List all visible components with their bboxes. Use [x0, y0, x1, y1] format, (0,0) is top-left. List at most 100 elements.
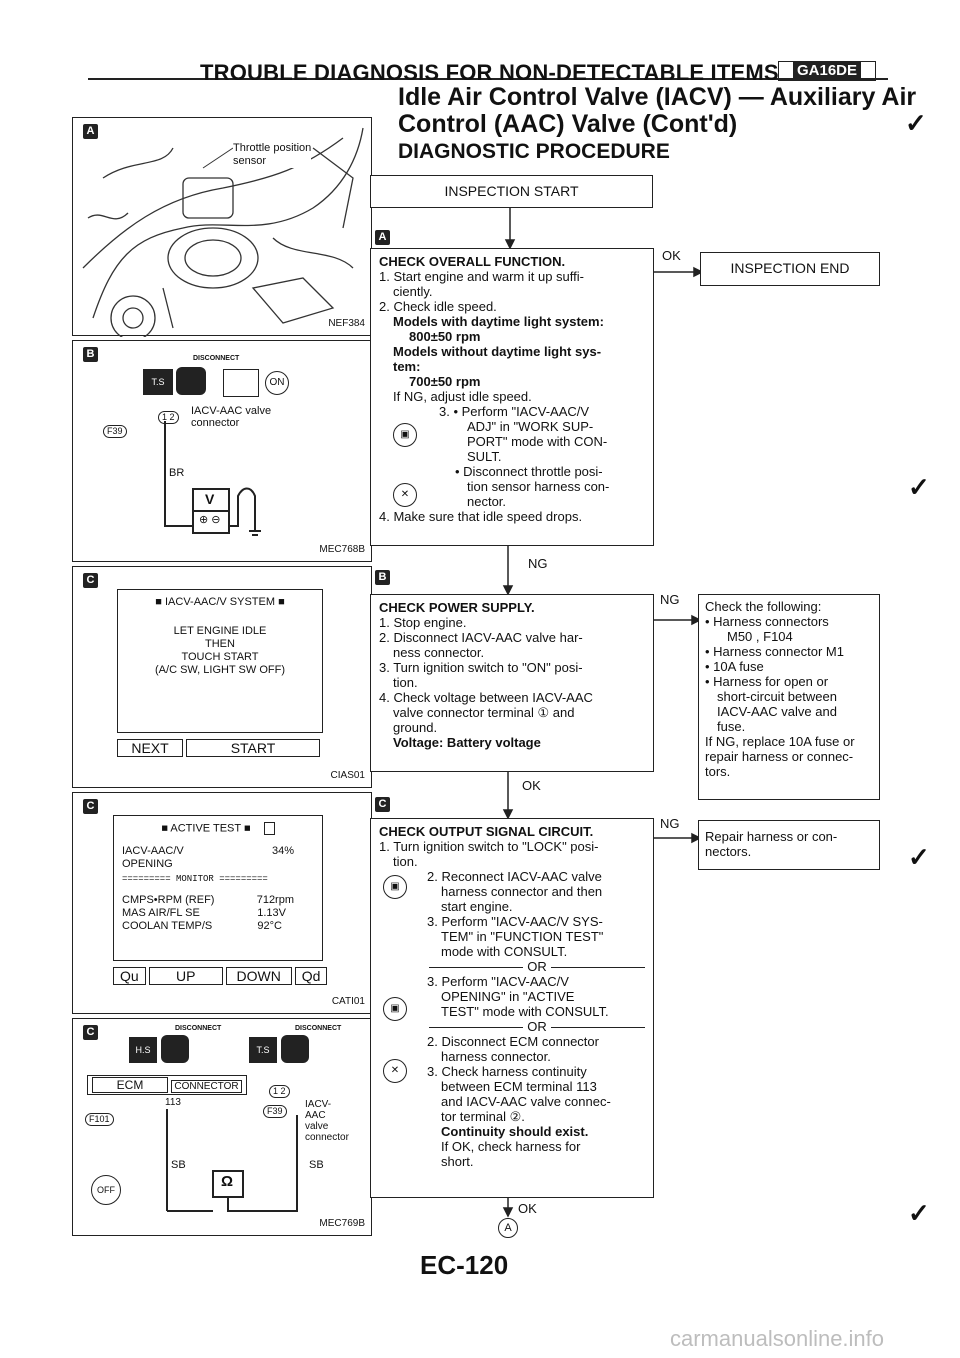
or-divider: OR — [379, 959, 645, 974]
step-line: 3. Turn ignition switch to "ON" posi- — [379, 660, 583, 675]
step-line: If NG, adjust idle speed. — [393, 389, 532, 404]
throttle-label-line1: Throttle position — [233, 142, 312, 154]
ok-label: OK — [518, 1201, 537, 1216]
disconnect-label: DISCONNECT — [193, 355, 240, 362]
throttle-label-line2: sensor — [233, 155, 267, 167]
step-title: CHECK POWER SUPPLY. — [379, 600, 535, 615]
screen-title-text: IACV-AAC/V SYSTEM — [164, 596, 276, 608]
margin-check-mark: ✓ — [905, 108, 927, 138]
monitor-value: 1.13V — [257, 907, 286, 920]
step-line: 1. Stop engine. — [379, 615, 467, 630]
figure-badge: A — [83, 124, 98, 139]
or-text: OR — [523, 1019, 551, 1034]
step-line: If OK, check harness for — [441, 1139, 581, 1154]
disconnect-label: DISCONNECT — [175, 1025, 222, 1032]
ohmmeter-label: Ω — [221, 1173, 234, 1190]
screen-line3: TOUCH START — [181, 651, 259, 663]
connector-label: CONNECTOR — [171, 1080, 242, 1093]
connector-plug-icon — [281, 1035, 309, 1063]
qu-button[interactable]: Qu — [113, 967, 146, 985]
step-line: 3. Check harness continuity — [427, 1064, 587, 1079]
step-line: 2. Check idle speed. — [379, 299, 497, 314]
step-line: harness connector. — [441, 1049, 551, 1064]
check-power-supply-box: CHECK POWER SUPPLY. 1. Stop engine. 2. D… — [370, 594, 654, 772]
step-line: TEST" mode with CONSULT. — [441, 1004, 609, 1019]
step-line: and IACV-AAC valve connec- — [441, 1094, 611, 1109]
figure-code: CIAS01 — [330, 770, 365, 781]
valve-connector: 1 2 — [158, 407, 179, 425]
step-line: 2. Disconnect IACV-AAC valve har- — [379, 630, 583, 645]
valve-label-line3: valve — [305, 1121, 329, 1132]
footer-url: carmanualsonline.info — [670, 1326, 885, 1351]
step-title: CHECK OVERALL FUNCTION. — [379, 254, 566, 269]
repair-harness-box: Repair harness or con- nectors. — [698, 820, 880, 870]
side-line: IACV-AAC valve and — [717, 704, 837, 719]
side-line: Check the following: — [705, 599, 822, 614]
side-line: tors. — [705, 764, 731, 779]
down-button[interactable]: DOWN — [225, 967, 292, 985]
screen-line1: LET ENGINE IDLE — [173, 625, 267, 637]
step-line: SULT. — [467, 449, 502, 464]
side-line: repair harness or connec- — [705, 749, 854, 764]
step-line: valve connector terminal ① and — [393, 705, 575, 720]
step-line: harness connector and then — [441, 884, 603, 899]
connector-plug-icon — [161, 1035, 189, 1063]
qd-button[interactable]: Qd — [294, 967, 328, 985]
valve-connector-id-text: F39 — [263, 1105, 287, 1118]
wire-color: SB — [171, 1159, 186, 1171]
step-line: tor terminal ②. — [441, 1109, 525, 1124]
figure-badge: C — [83, 799, 98, 814]
start-button[interactable]: START — [186, 739, 320, 757]
ng-label: NG — [660, 816, 680, 831]
ignition-off-icon: OFF — [91, 1175, 121, 1205]
disconnect-icon: ✕ — [393, 483, 417, 507]
connector-plug-icon — [176, 367, 206, 395]
screen-line2: THEN — [205, 638, 235, 650]
step-line: Models with daytime light system: — [393, 314, 604, 329]
or-text: OR — [523, 959, 551, 974]
up-button[interactable]: UP — [148, 967, 223, 985]
step-line: tion. — [393, 854, 418, 869]
step-line: tion sensor harness con- — [467, 479, 610, 494]
step-line: Voltage: Battery voltage — [393, 735, 541, 750]
disconnect-icon: ✕ — [383, 1059, 407, 1083]
step-badge: A — [375, 230, 390, 245]
step-line: 4. Check voltage between IACV-AAC — [379, 690, 593, 705]
step-line: 1. Turn ignition switch to "LOCK" posi- — [379, 839, 599, 854]
monitor-label: CMPS•RPM (REF) — [122, 894, 215, 907]
figure-badge: C — [83, 573, 98, 588]
check-following-box: Check the following: • Harness connector… — [698, 594, 880, 800]
monitor-value: 92°C — [257, 920, 282, 933]
valve-label-line1: IACV- — [305, 1099, 332, 1110]
margin-check-mark: ✓ — [908, 1198, 930, 1228]
wire-color: SB — [309, 1159, 324, 1171]
ecm-connector-id: F101 — [85, 1109, 114, 1127]
side-line: • Harness connector M1 — [705, 644, 844, 659]
step-line: short. — [441, 1154, 474, 1169]
consult-display: ■ IACV-AAC/V SYSTEM ■ LET ENGINE IDLE TH… — [117, 589, 323, 733]
step-line: PORT" mode with CON- — [467, 434, 608, 449]
next-button[interactable]: NEXT — [117, 739, 183, 757]
figure-code: NEF384 — [328, 318, 365, 329]
step-line: OPENING" in "ACTIVE — [441, 989, 575, 1004]
connector-label: IACV-AAC valve connector — [191, 405, 271, 429]
continue-marker-text: A — [504, 1222, 512, 1234]
step-line: ness connector. — [393, 645, 485, 660]
step-line: 3. Perform "IACV-AAC/V SYS- — [427, 914, 603, 929]
disconnect-label: DISCONNECT — [295, 1025, 342, 1032]
side-line: • 10A fuse — [705, 659, 764, 674]
side-line: fuse. — [717, 719, 746, 734]
figure-c3-continuity-check: C H.S DISCONNECT T.S DISCONNECT ECM CONN… — [72, 1018, 372, 1236]
connector-id-text: F39 — [103, 425, 127, 438]
ignition-off-text: OFF — [97, 1185, 115, 1195]
wire-color: BR — [169, 467, 185, 479]
step-line: 3. • Perform "IACV-AAC/V — [439, 404, 590, 419]
step-line: mode with CONSULT. — [441, 944, 568, 959]
step-line: 2. Disconnect ECM connector — [427, 1034, 599, 1049]
procedure-subtitle: DIAGNOSTIC PROCEDURE — [398, 140, 670, 163]
